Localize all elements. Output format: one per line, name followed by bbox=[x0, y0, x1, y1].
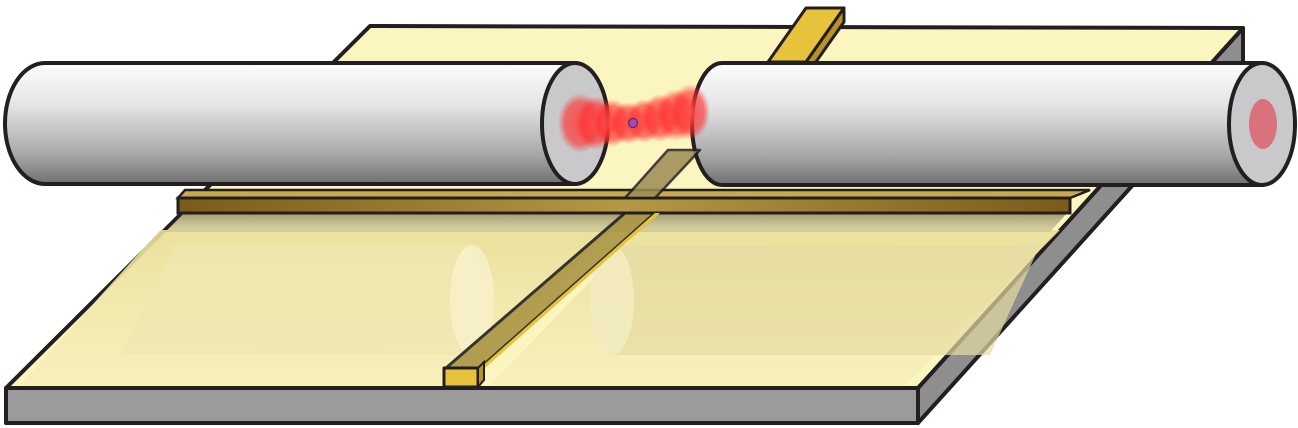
left-fiber bbox=[3, 61, 610, 186]
right-groove-tube bbox=[590, 245, 1040, 355]
gold-wire-front bbox=[442, 148, 702, 390]
gold-wire-tip-front bbox=[442, 366, 480, 389]
right-groove-end bbox=[590, 245, 634, 355]
left-fiber-body bbox=[3, 61, 577, 186]
gold-wire-back bbox=[766, 6, 846, 78]
left-groove-tube bbox=[120, 245, 488, 355]
left-groove-end bbox=[450, 245, 494, 355]
right-fiber-body bbox=[690, 61, 1264, 187]
gold-strip bbox=[175, 188, 1091, 215]
substrate-front-face bbox=[4, 386, 920, 425]
gold-wire-tip-side bbox=[477, 359, 485, 390]
gold-strip-front bbox=[176, 196, 1072, 215]
right-fiber-core bbox=[1249, 99, 1277, 149]
gold-wire-middle bbox=[623, 148, 702, 200]
light-field bbox=[558, 84, 710, 153]
gold-wire-lower-highlight bbox=[480, 213, 660, 368]
trapped-atom bbox=[627, 117, 639, 129]
right-fiber bbox=[690, 61, 1297, 187]
